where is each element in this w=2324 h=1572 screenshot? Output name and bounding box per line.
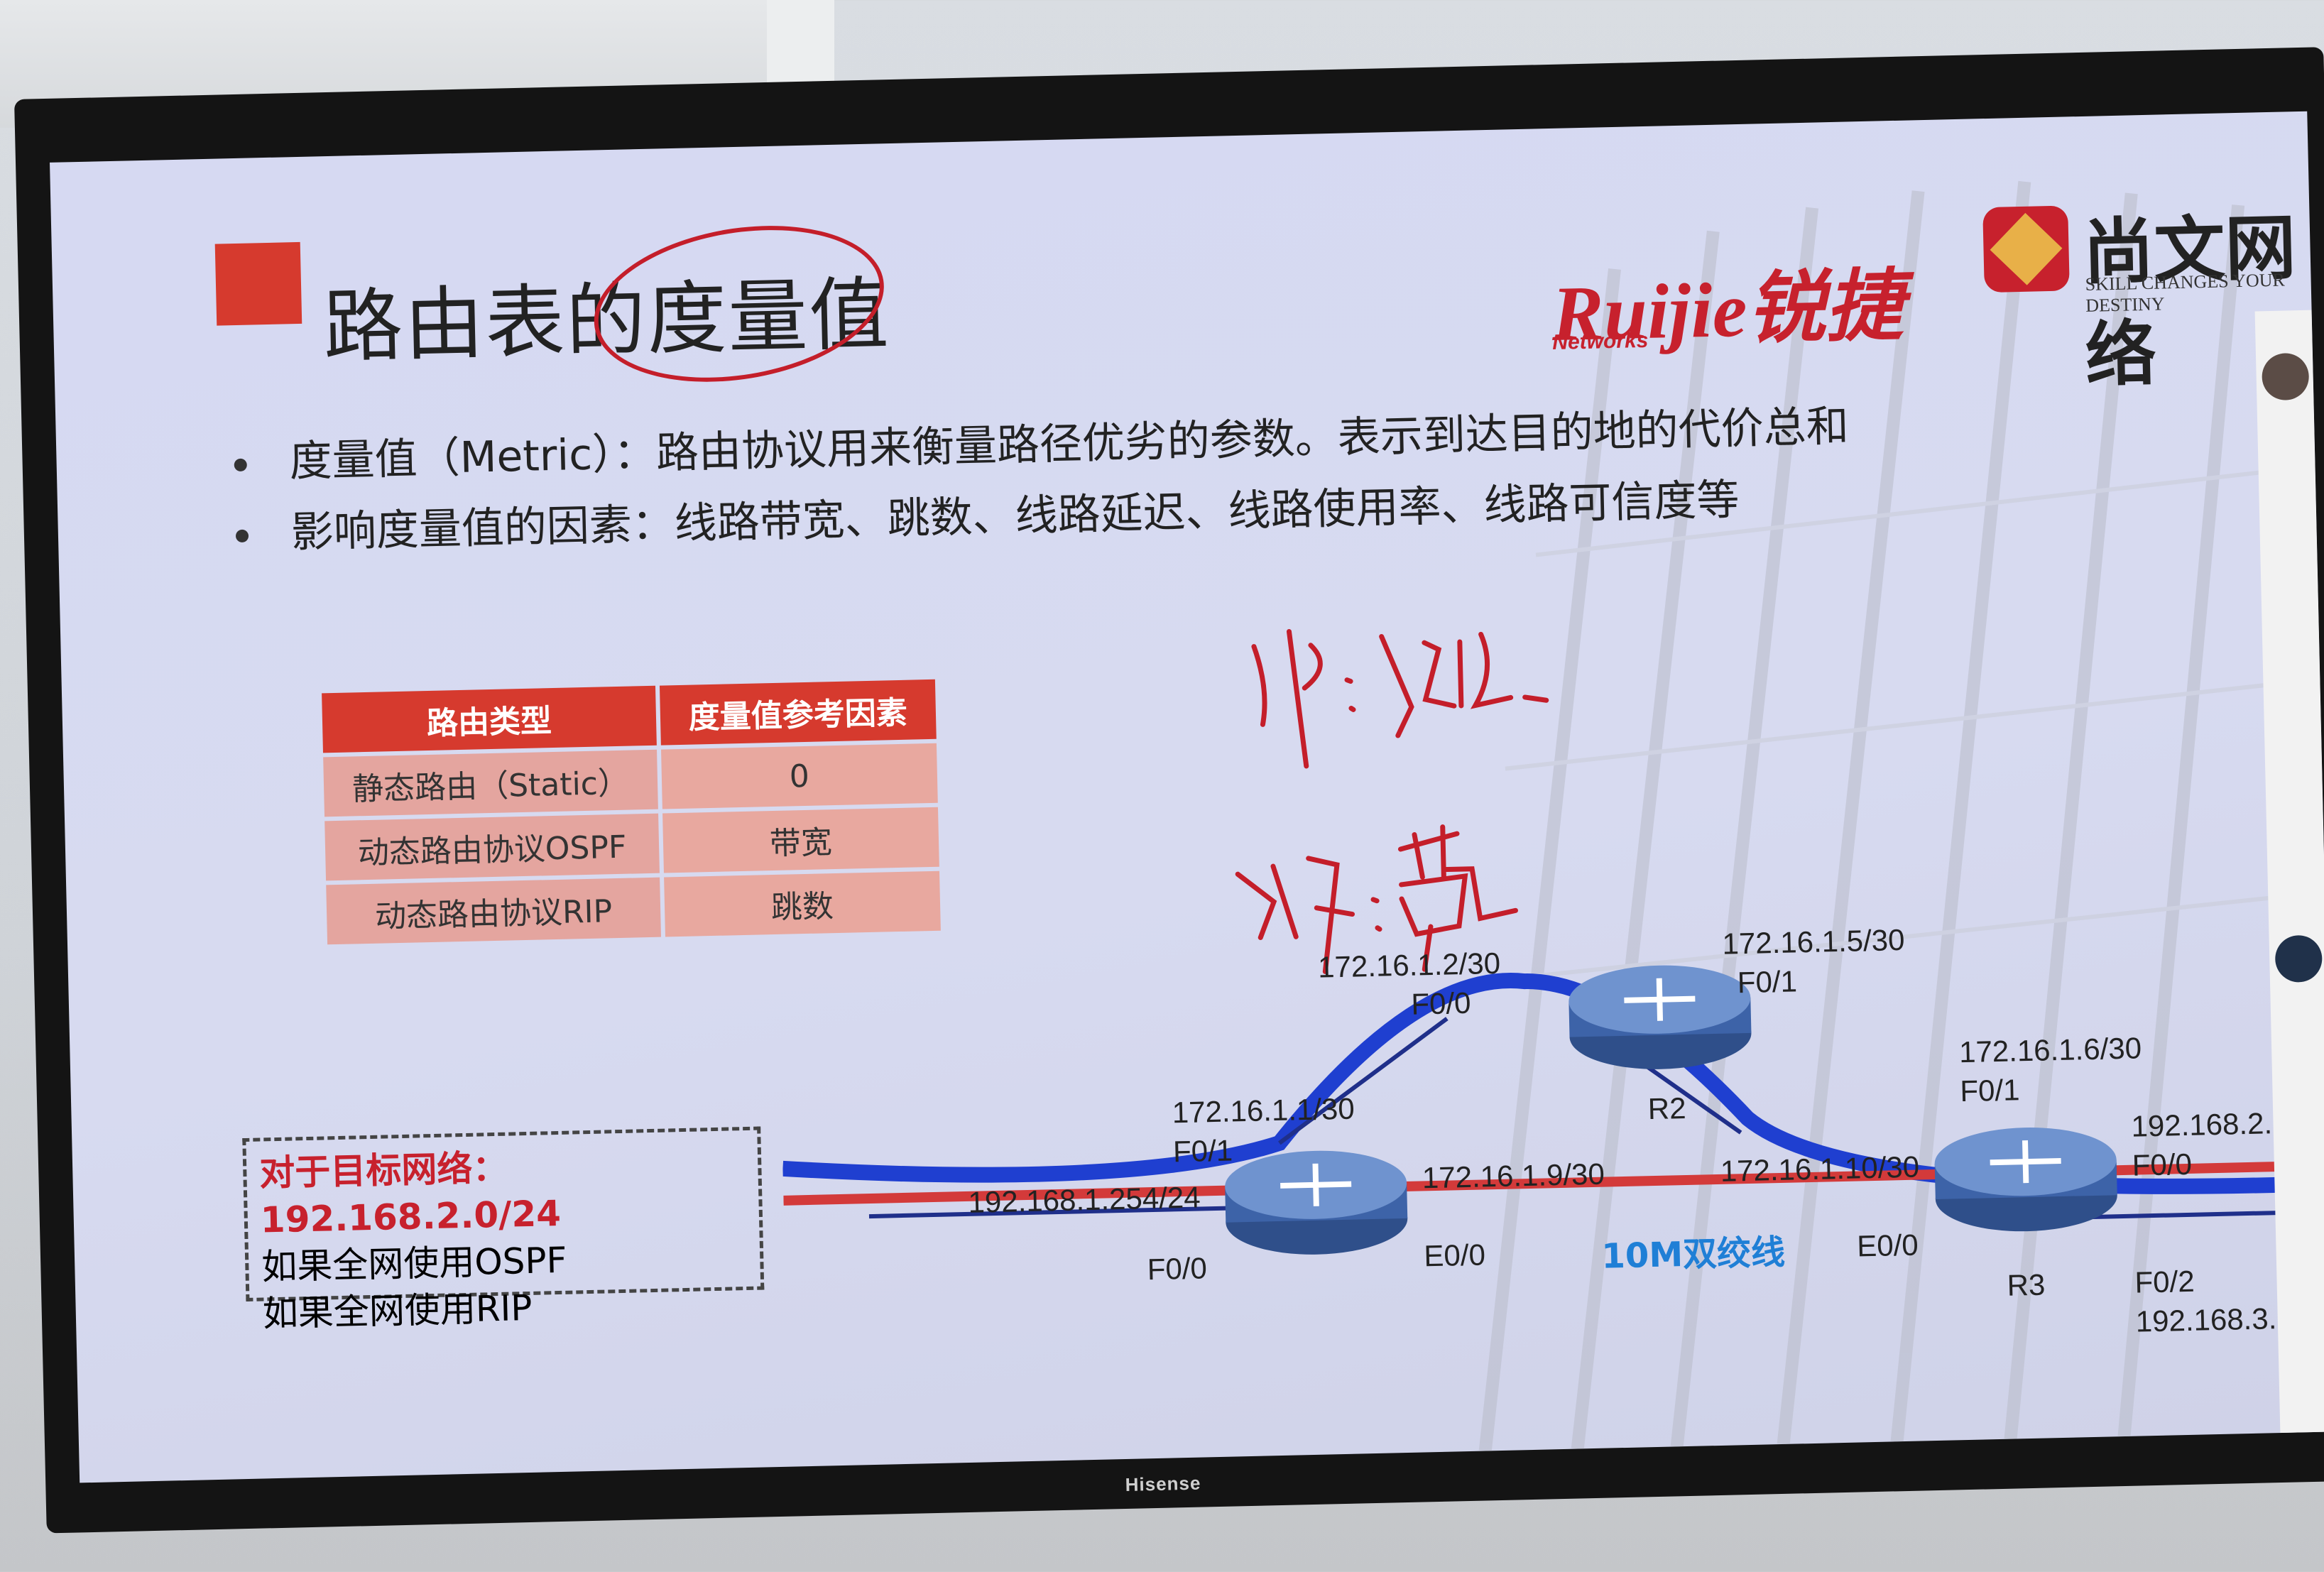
avatar[interactable] xyxy=(2261,352,2310,401)
bullet-dot-icon xyxy=(234,459,247,472)
metric-table: 路由类型 度量值参考因素 静态路由（Static） 0 动态路由协议OSPF 带… xyxy=(317,675,945,949)
r3-e-ip: 172.16.1.10/30 xyxy=(1720,1150,1920,1188)
r2-right-if: F0/1 xyxy=(1737,964,1798,1000)
table-cell: 动态路由协议RIP xyxy=(326,877,661,945)
title-accent-block xyxy=(214,241,302,326)
shangwen-logo-icon xyxy=(1982,205,2070,293)
r1-lan-if: F0/0 xyxy=(1147,1251,1208,1287)
table-header: 路由类型 xyxy=(322,685,657,753)
r2-right-ip: 172.16.1.5/30 xyxy=(1722,922,1905,961)
avatar[interactable] xyxy=(2274,934,2323,983)
table-cell: 静态路由（Static） xyxy=(323,749,658,817)
monitor-brand: Hisense xyxy=(1125,1472,1201,1496)
r1-up-if: F0/1 xyxy=(1172,1133,1233,1169)
router-r3-icon xyxy=(1934,1128,2117,1232)
r1-e-if: E0/0 xyxy=(1423,1238,1486,1273)
slide-screen: 路由表的度量值 Ruijie锐捷 Networks 尚文网络 SKILL CHA… xyxy=(50,111,2324,1483)
table-cell: 0 xyxy=(660,743,938,809)
r1-e-ip: 172.16.1.9/30 xyxy=(1422,1157,1605,1195)
handwritten-circle xyxy=(582,206,896,402)
table-cell: 动态路由协议OSPF xyxy=(324,813,660,881)
target-network-box: 对于目标网络：192.168.2.0/24 如果全网使用OSPF 如果全网使用R… xyxy=(242,1126,765,1334)
bullet-dot-icon xyxy=(235,530,249,543)
r2-left-ip: 172.16.1.2/30 xyxy=(1317,946,1501,984)
r3-out1-if: F0/0 xyxy=(2132,1147,2193,1182)
router-r2-icon xyxy=(1569,965,1752,1069)
r3-up-if: F0/1 xyxy=(1959,1073,2020,1108)
rip-line: 如果全网使用RIP xyxy=(262,1287,533,1335)
r1-lan-ip: 192.168.1.254/24 xyxy=(968,1180,1201,1219)
r2-left-if: F0/0 xyxy=(1410,986,1471,1021)
monitor: 路由表的度量值 Ruijie锐捷 Networks 尚文网络 SKILL CHA… xyxy=(14,47,2324,1534)
table-header-row: 路由类型 度量值参考因素 xyxy=(322,679,937,753)
shangwen-logo-slogan: SKILL CHANGES YOUR DESTINY xyxy=(2085,269,2286,316)
table-cell: 带宽 xyxy=(662,807,939,873)
building-background-graphic xyxy=(1474,180,2324,1452)
link-label: 10M双绞线 xyxy=(1600,1232,1786,1277)
router-r1-icon xyxy=(1225,1150,1408,1255)
r2-label: R2 xyxy=(1647,1091,1687,1126)
r3-label: R3 xyxy=(2007,1267,2046,1302)
table-row: 动态路由协议OSPF 带宽 xyxy=(324,807,939,881)
r3-e-if: E0/0 xyxy=(1856,1228,1919,1263)
r3-out2-if: F0/2 xyxy=(2134,1264,2195,1299)
handwritten-annotation xyxy=(1235,628,1549,974)
table-header: 度量值参考因素 xyxy=(659,679,937,746)
target-network-line: 对于目标网络：192.168.2.0/24 xyxy=(258,1147,562,1241)
r1-up-ip: 172.16.1.1/30 xyxy=(1172,1091,1355,1130)
r3-up-ip: 172.16.1.6/30 xyxy=(1958,1031,2142,1069)
table-row: 静态路由（Static） 0 xyxy=(323,743,938,817)
ruijie-logo-sub: Networks xyxy=(1551,328,1649,354)
